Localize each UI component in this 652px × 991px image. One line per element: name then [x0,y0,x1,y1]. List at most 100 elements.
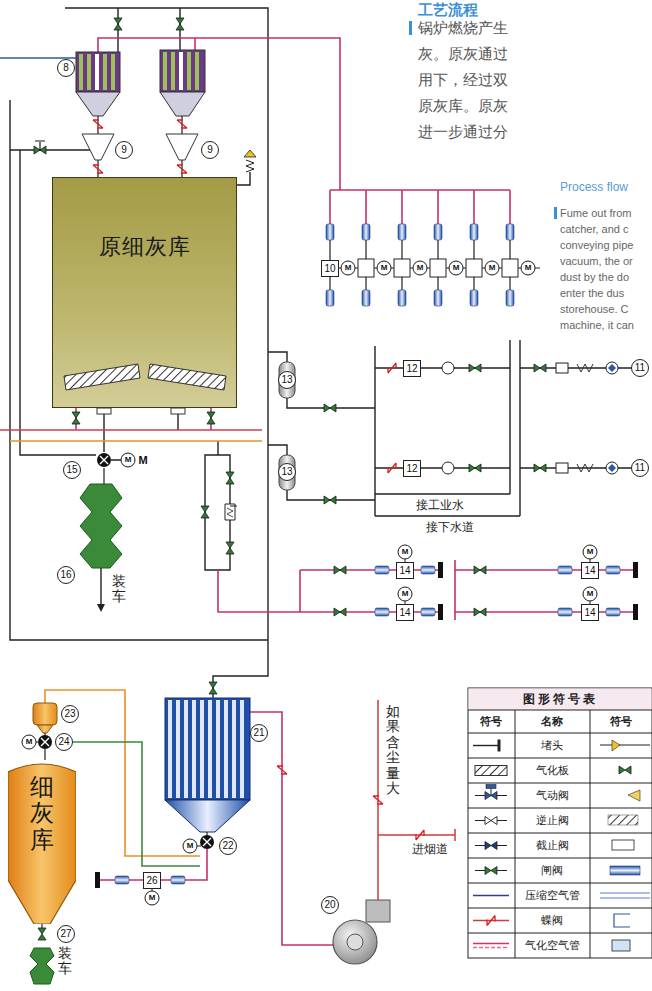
water-line-parts [388,363,396,373]
legend-text: 截止阀 [536,839,569,852]
vacuum-pipe [76,408,211,430]
cyclone [98,116,182,177]
silo-body [52,177,237,408]
motor-label: M [26,738,33,746]
vacuum-pump-row [470,224,478,240]
legend-sample [485,867,497,875]
blower-row [474,608,486,616]
description-text: 进一步通过分 [418,123,508,141]
motor-label: M [525,264,532,272]
valve [324,496,336,504]
bag-filter [76,92,120,116]
bag-filter [232,700,236,798]
bag-filter [76,52,120,92]
table-header: 符号 [610,715,632,728]
pipe-note: 接工业水 [416,498,464,512]
legend-text: 截止阀 [536,839,569,852]
legend-text: 气化空气管 [525,939,580,952]
description-text: 原灰库。原灰 [418,97,508,115]
callout-number: 27 [57,925,75,943]
motor-label: M [26,738,33,746]
callout-number: 11 [631,459,649,477]
bag-filter [79,54,83,90]
callout-number: 8 [57,59,75,77]
motor-label: M [417,264,424,272]
compressed-air-pipe [104,414,178,460]
legend-sample [475,842,507,850]
description-text: storehouse. C [560,302,628,316]
bag-filter [195,52,199,90]
pipe-note: 接工业水 [416,498,464,512]
bag-filter [95,54,99,90]
motor-label: M [345,264,352,272]
callout-number: 12 [403,460,421,477]
legend-text: 蝶阀 [541,914,563,927]
compressed-air-pipe [287,398,375,500]
legend-sample [498,740,501,752]
bag-filter [200,835,214,849]
loading-chute [100,568,101,605]
bag-filter [76,50,205,116]
legend-sample [487,916,495,926]
description-text: catcher, and c [560,222,629,236]
rotary-feeder [97,453,111,467]
callout-number: 24 [55,733,73,751]
legend-text: 气动阀 [536,789,569,802]
callout-number: 11 [631,459,649,477]
valve [324,404,336,412]
legend-text: 气化板 [536,764,569,777]
motor-label: M [489,264,496,272]
blower-row [334,608,346,616]
symbol-table [610,866,640,875]
callout-number: 14 [396,562,414,579]
callout-number: 15 [63,461,81,479]
vacuum-pump-row [434,224,442,240]
pipe-note: 进烟道 [412,842,448,856]
vacuum-pump-row [362,290,370,306]
blower-row [438,562,443,578]
vacuum-pump-row [394,259,410,277]
node-label: 细灰库 [30,774,54,853]
valve [226,542,234,554]
description-text: dust by the do [560,270,629,284]
relief-valve [244,150,256,172]
vacuum-pump-row [326,224,334,240]
gasification-pipe [10,440,262,442]
ash-silo: 原细灰库 [52,177,237,408]
discharge-unit [145,891,159,905]
legend-text: 堵头 [541,739,563,752]
callout-number: 21 [250,724,268,742]
callout-number: 11 [631,359,649,377]
motor-label: M [149,894,156,902]
loading-chute [103,468,104,484]
blower-row [558,566,572,574]
symbol-table [468,688,652,958]
blower-row [558,608,572,616]
legend-sample [475,766,507,776]
symbol-table [612,840,634,850]
description-text: 用下，经过双 [418,71,508,89]
bag-filter [187,52,191,90]
water-line-parts [534,364,546,372]
text-bullet [554,207,557,219]
legend-samples [473,740,509,948]
discharge-unit [171,876,185,884]
vacuum-pipe [330,190,510,224]
callout-number: 26 [143,872,161,889]
description-text: enter the dus [560,286,624,300]
callout-number: 27 [57,925,75,943]
valve [34,18,336,694]
vacuum-pump-row [322,224,540,306]
bag-filter [183,839,197,853]
description-text: 锅炉燃烧产生 [418,19,508,37]
bag-filter [111,54,115,90]
bag-filter [87,54,91,90]
legend-sample [473,944,509,948]
fine-silo-outlet [30,924,54,984]
callout-number: 13 [278,371,296,389]
bag-filter [165,800,250,832]
compressed-air-pipe [375,368,632,468]
symbol-table [469,689,652,711]
water-line-parts [556,463,568,473]
